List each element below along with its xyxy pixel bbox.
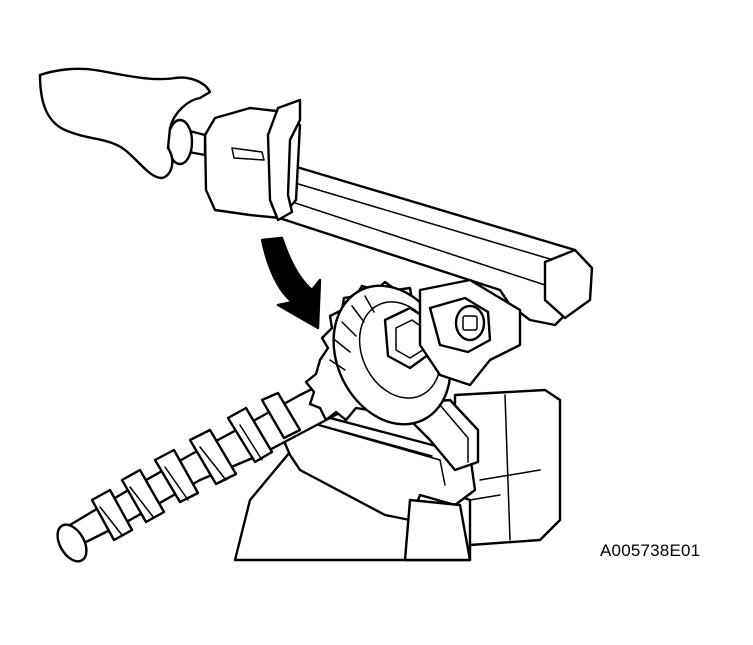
vise-jaw-groove bbox=[299, 419, 446, 486]
camshaft-lobe-shading bbox=[99, 424, 263, 536]
camshaft-lobe-2 bbox=[188, 428, 238, 486]
vise-block-edge-2 bbox=[469, 469, 541, 501]
camshaft-lobe-4 bbox=[90, 488, 134, 542]
camshaft-journal-2 bbox=[120, 468, 166, 524]
holding-tool bbox=[166, 98, 594, 387]
curved-down-arrow-icon bbox=[260, 236, 322, 330]
camshaft-journal-1 bbox=[260, 391, 302, 440]
figure-code-label: A005738E01 bbox=[600, 541, 701, 560]
tool-bar-end bbox=[543, 248, 594, 320]
camshaft-lobe-1 bbox=[226, 406, 274, 464]
hand-outline bbox=[38, 67, 212, 180]
tool-handle-slot bbox=[231, 147, 265, 161]
vise-rear-jaw-edge bbox=[439, 404, 469, 463]
camshaft-lobe-3 bbox=[153, 448, 200, 504]
vise-foot bbox=[403, 498, 472, 562]
camshaft-end bbox=[56, 523, 88, 563]
tool-bar-edge bbox=[279, 179, 561, 286]
tool-handle-flange bbox=[266, 98, 302, 222]
camshaft bbox=[56, 378, 347, 563]
vise-block-edge bbox=[504, 394, 511, 541]
vise-front-jaw bbox=[273, 408, 477, 522]
tool-socket-square bbox=[462, 315, 478, 331]
sprocket-tooth-lines bbox=[329, 295, 375, 371]
